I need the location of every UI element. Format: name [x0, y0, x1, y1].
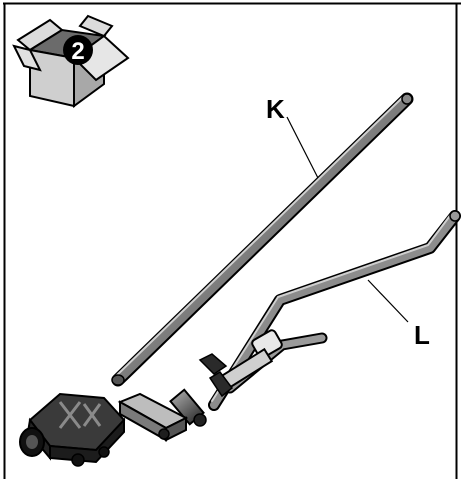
tube-part-k: [111, 92, 414, 387]
cardboard-box-icon: [12, 14, 130, 108]
leader-line-l: [367, 279, 409, 323]
box-number: 2: [71, 38, 84, 65]
box-number-badge: 2: [63, 35, 93, 65]
mounting-clamp-assembly: [19, 329, 328, 467]
leader-line-k: [286, 116, 319, 179]
page-frame: [3, 2, 461, 479]
bent-handle-part-l: [208, 210, 461, 411]
part-label-l: L: [414, 320, 430, 350]
part-label-k: K: [266, 94, 285, 124]
